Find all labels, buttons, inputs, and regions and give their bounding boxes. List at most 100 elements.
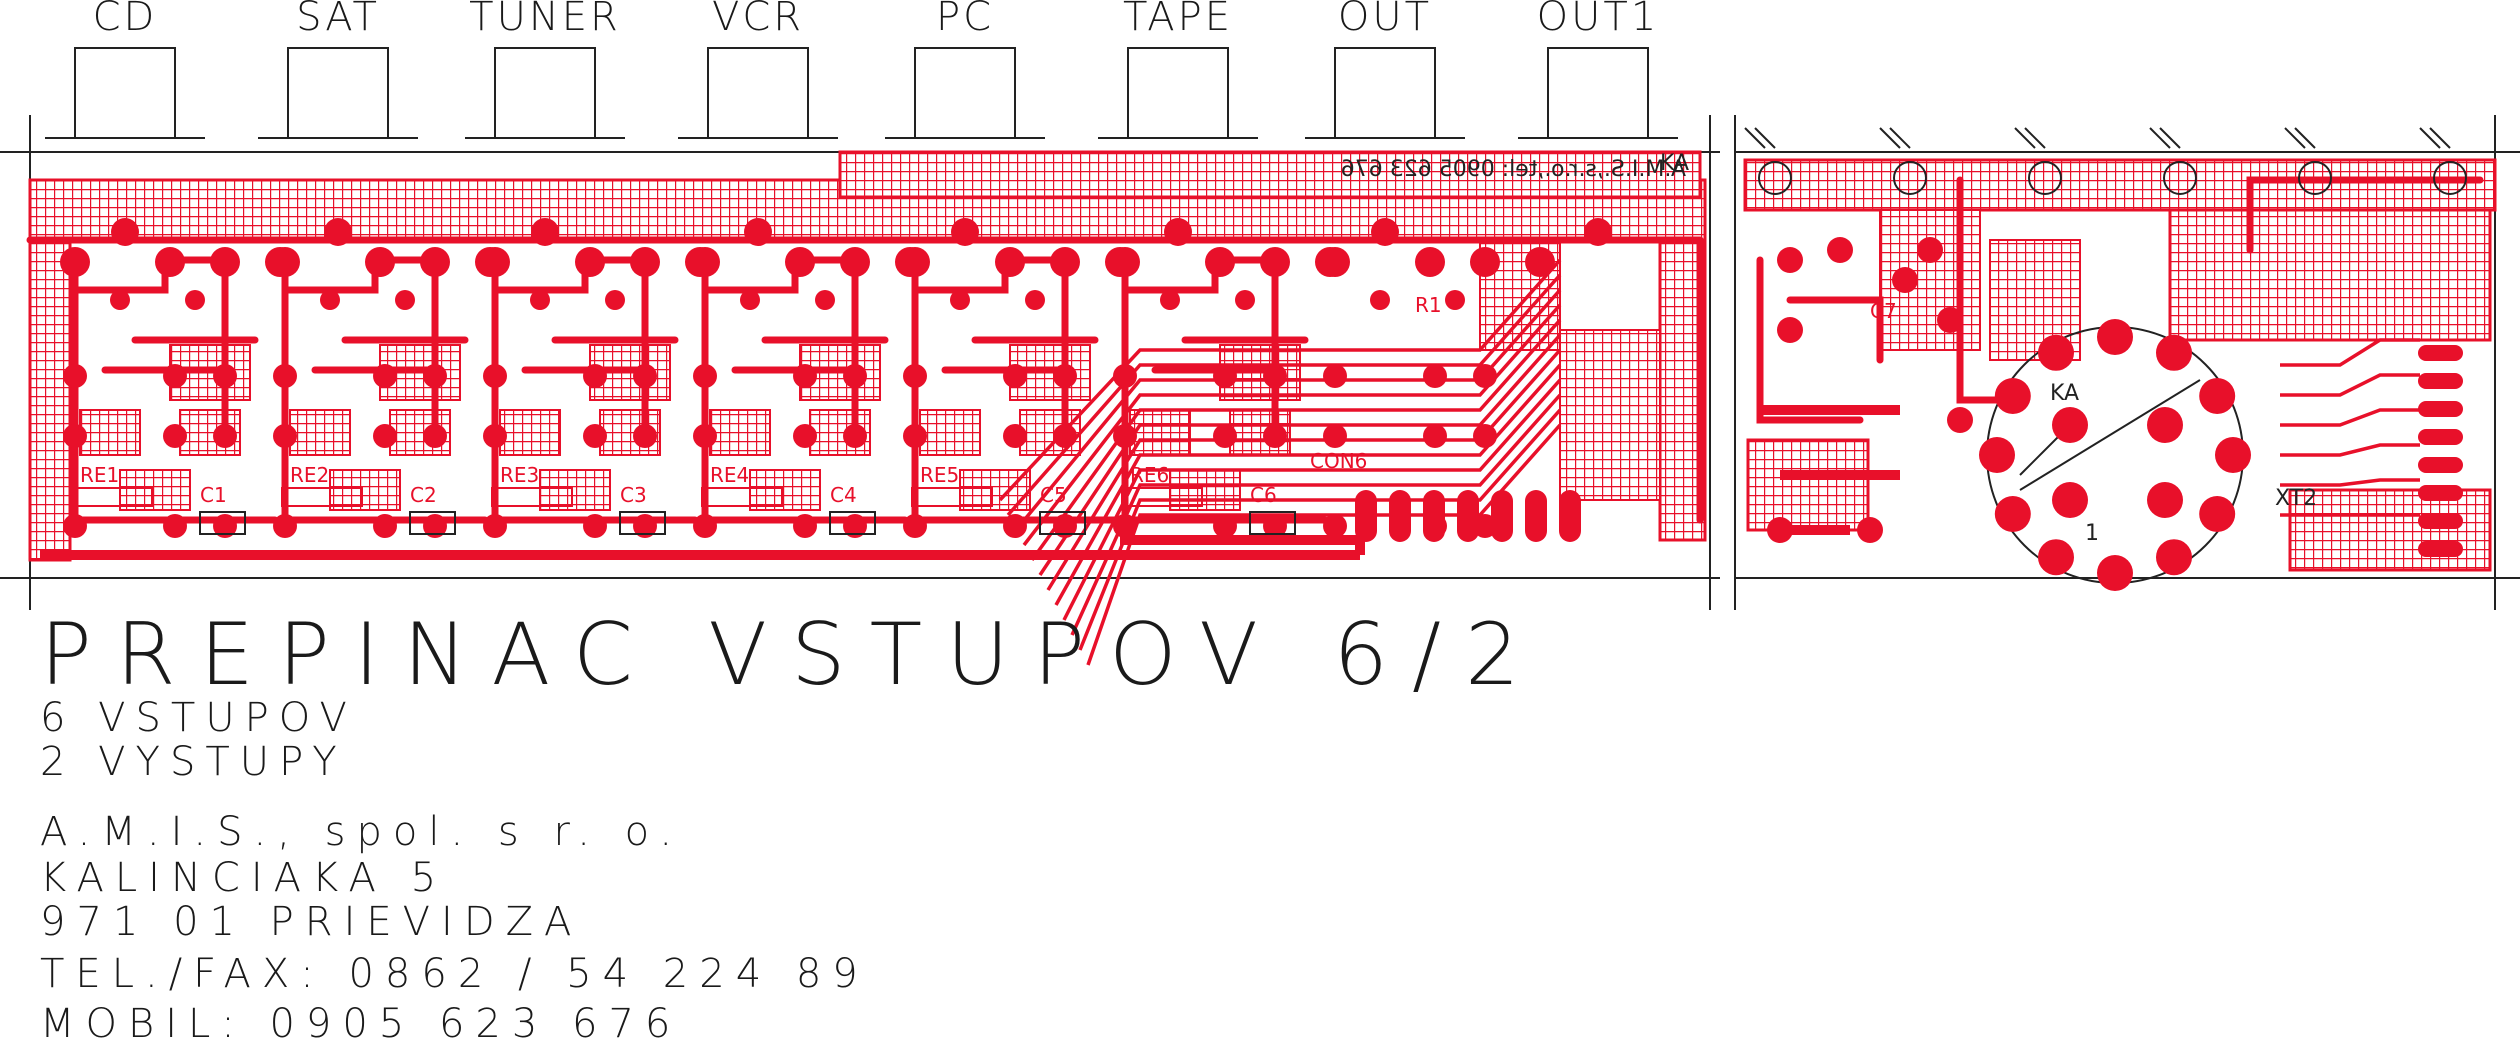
bus-line [1086, 423, 1562, 666]
pad [1947, 407, 1973, 433]
connector-label-out: OUT [1337, 0, 1433, 40]
bus-line [1046, 348, 1562, 591]
ground-bus [40, 405, 1900, 560]
connector-label-cd: CD [92, 0, 158, 40]
switch-pad [2097, 319, 2133, 355]
bay [1169, 469, 1241, 511]
pad [185, 290, 205, 310]
switch-pad [2199, 496, 2236, 532]
bay [709, 409, 771, 456]
pad [1323, 364, 1347, 388]
relay-outline [491, 487, 573, 507]
pad [1263, 514, 1287, 538]
switch-pad [2038, 334, 2074, 371]
pad [531, 218, 559, 246]
pad [843, 364, 867, 388]
connector-label-tuner: TUNER [469, 0, 621, 40]
pad [1917, 237, 1943, 263]
relay-outline [281, 487, 363, 507]
switch-pad [2156, 334, 2192, 371]
pad [1053, 364, 1077, 388]
bus-line [2280, 478, 2420, 487]
pad [1767, 517, 1793, 543]
bay [499, 409, 561, 456]
bay [289, 409, 351, 456]
pad [1263, 364, 1287, 388]
bus-line [1062, 378, 1562, 621]
pad [395, 290, 415, 310]
pad [423, 424, 447, 448]
bay [749, 469, 821, 511]
con-label: CON6 [1310, 449, 1367, 473]
pad [633, 364, 657, 388]
pad [903, 364, 927, 388]
pad [1445, 290, 1465, 310]
header-pin [2418, 373, 2463, 389]
pad [63, 424, 87, 448]
capacitor-outline [619, 511, 666, 535]
pad [693, 424, 717, 448]
led-arrow [2294, 127, 2316, 149]
capacitor-outline [409, 511, 456, 535]
pad [1473, 364, 1497, 388]
edge-finger [1457, 490, 1479, 542]
ak-label: KA [2050, 381, 2079, 406]
pad [693, 364, 717, 388]
pad [1053, 424, 1077, 448]
edge-finger [1559, 490, 1581, 542]
capacitor-label: C2 [410, 483, 437, 507]
led-arrow [2284, 127, 2306, 149]
pad [1113, 514, 1137, 538]
pad [583, 424, 607, 448]
pad [163, 514, 187, 538]
connector-housing [1127, 47, 1229, 139]
header-pin [2418, 345, 2463, 361]
pad [793, 364, 817, 388]
relay-outline [911, 487, 993, 507]
led-arrow [2429, 127, 2451, 149]
pad [995, 247, 1025, 277]
pad [633, 514, 657, 538]
bus-line [1078, 408, 1562, 651]
led-body [1893, 161, 1927, 195]
relay-label: RE2 [290, 463, 329, 487]
pad [1827, 237, 1853, 263]
led-body [1758, 161, 1792, 195]
led-arrow [1889, 127, 1911, 149]
pad [423, 364, 447, 388]
bus-line [998, 258, 1562, 502]
pad [373, 514, 397, 538]
pad [373, 424, 397, 448]
led-body [2298, 161, 2332, 195]
relay-label: RE6 [1130, 463, 1169, 487]
pad [903, 424, 927, 448]
pad [744, 218, 772, 246]
pad [1525, 247, 1555, 277]
pad [1857, 517, 1883, 543]
led-arrow [2024, 127, 2046, 149]
connector-housing [707, 47, 809, 139]
bay [919, 409, 981, 456]
pad [693, 514, 717, 538]
led-arrow [1879, 127, 1901, 149]
bus-line [1030, 318, 1562, 562]
pad [1323, 514, 1347, 538]
bus-line [2280, 443, 2420, 457]
pad [1213, 514, 1237, 538]
pad [1205, 247, 1235, 277]
capacitor-outline [199, 511, 246, 535]
connector-housing [287, 47, 389, 139]
header-pin [2418, 429, 2463, 445]
trace [2246, 176, 2484, 254]
bay [119, 469, 191, 511]
pad [630, 247, 660, 277]
pad [583, 514, 607, 538]
pad [320, 290, 340, 310]
pad [213, 514, 237, 538]
switch-pad [2147, 482, 2183, 518]
trace [1756, 256, 1864, 424]
switch-pad [2052, 407, 2088, 443]
relay-outline [1121, 487, 1203, 507]
led-body [2028, 161, 2062, 195]
